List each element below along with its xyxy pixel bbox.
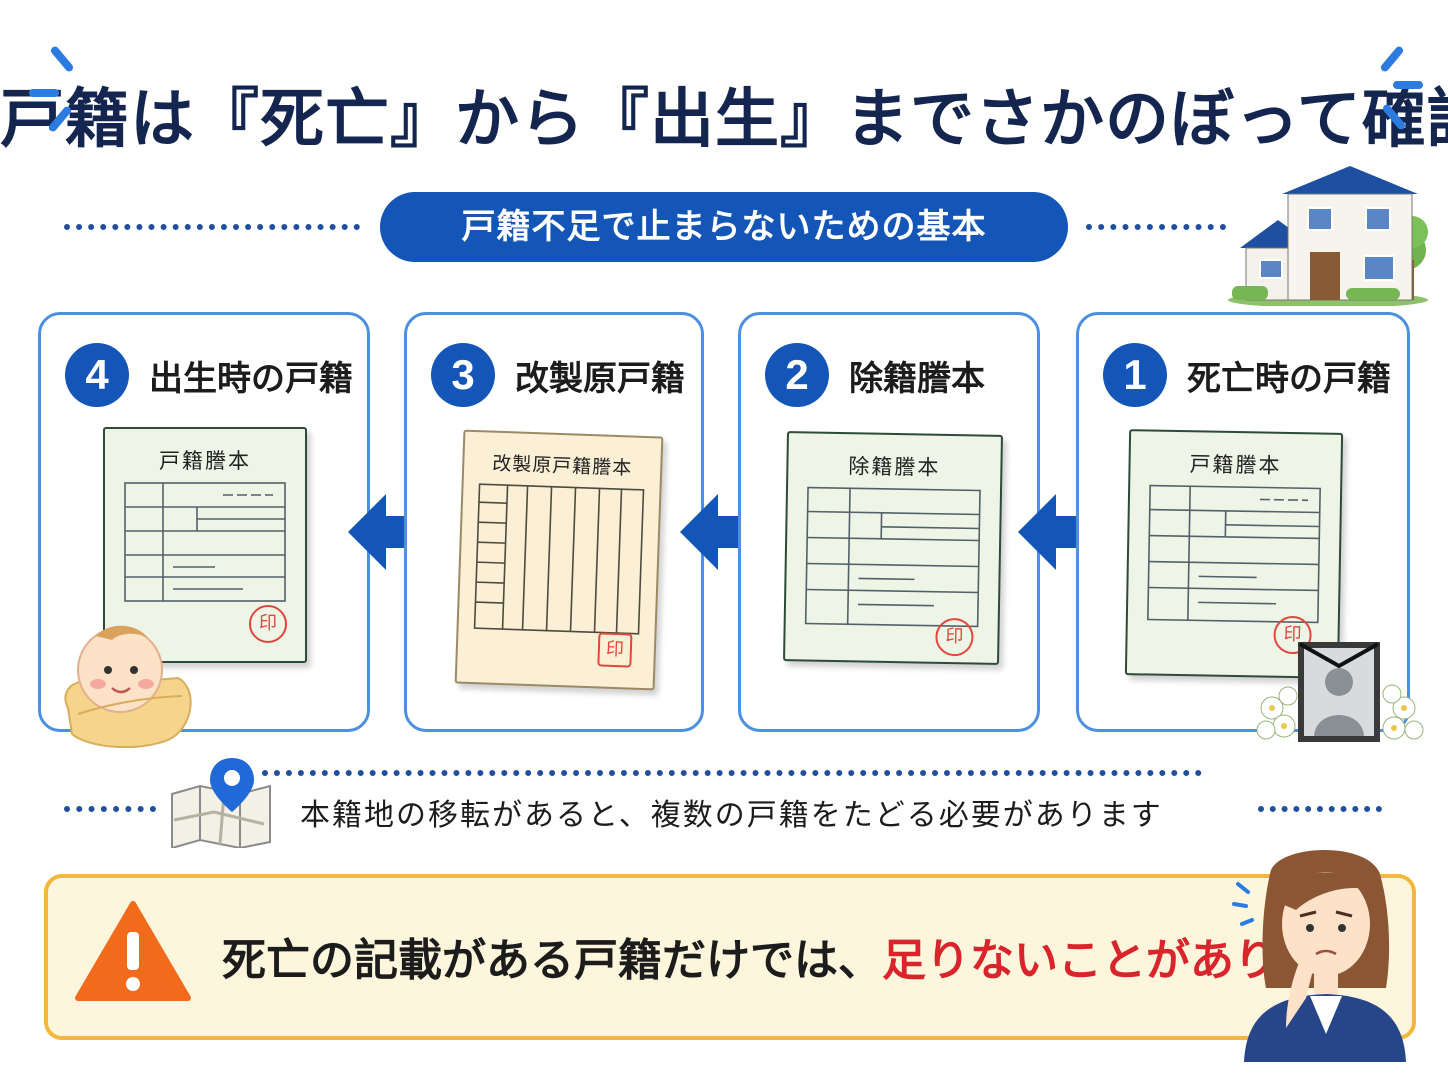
step-number-badge: 3 xyxy=(431,343,495,407)
step-number-badge: 4 xyxy=(65,343,129,407)
step-label: 死亡時の戸籍 xyxy=(1187,358,1391,399)
warning-box xyxy=(44,874,1416,1040)
seal-stamp: 印 xyxy=(935,617,974,657)
warning-icon xyxy=(75,901,191,1001)
document-kaisei-genkoseki: 改製原戸籍謄本 印 xyxy=(454,429,664,691)
document-title: 戸籍謄本 xyxy=(1189,452,1282,478)
dotted-divider-route xyxy=(262,770,1202,776)
dotted-divider-right xyxy=(1086,224,1226,230)
subtitle-pill: 戸籍不足で止まらないための基本 xyxy=(380,192,1068,262)
worried-woman-icon xyxy=(1232,849,1406,1062)
dotted-divider-right xyxy=(1258,806,1382,812)
baby-icon xyxy=(64,625,192,748)
document-joseki: 除籍謄本 印 xyxy=(783,431,1003,665)
document-table-lines xyxy=(804,486,981,628)
document-koseki: 戸籍謄本 印 xyxy=(103,427,307,663)
document-table-lines xyxy=(1147,484,1321,624)
page-title: 戸籍は『死亡』から『出生』までさかのぼって確認 xyxy=(0,83,1448,157)
step-card-3: 3 改製原戸籍 改製原戸籍謄本 印 xyxy=(404,312,704,732)
dotted-divider-left xyxy=(64,806,156,812)
document-title: 戸籍謄本 xyxy=(159,449,251,473)
step-card-2: 2 除籍謄本 除籍謄本 印 xyxy=(738,312,1040,732)
warning-text-main: 死亡の記載がある戸籍だけでは、 xyxy=(222,935,882,986)
document-koseki: 戸籍謄本 印 xyxy=(1124,429,1344,679)
warning-text: 死亡の記載がある戸籍だけでは、足りないことがあります xyxy=(222,924,1366,988)
house-icon xyxy=(1228,166,1428,306)
step-label: 改製原戸籍 xyxy=(515,358,685,399)
seal-stamp: 印 xyxy=(249,605,287,643)
map-pin-icon xyxy=(171,758,271,848)
step-number-badge: 2 xyxy=(765,343,829,407)
step-number-badge: 1 xyxy=(1103,343,1167,407)
step-card-4: 4 出生時の戸籍 戸籍謄本 印 xyxy=(38,312,370,732)
memorial-portrait-icon xyxy=(1256,642,1424,742)
document-table-lines xyxy=(473,483,645,635)
dotted-divider-left xyxy=(64,224,360,230)
seal-stamp: 印 xyxy=(597,632,633,668)
note-text: 本籍地の移転があると、複数の戸籍をたどる必要があります xyxy=(300,798,1163,833)
step-label: 出生時の戸籍 xyxy=(149,358,353,399)
step-label: 除籍謄本 xyxy=(849,358,985,399)
document-table-lines xyxy=(124,482,286,602)
arrow-left-icon xyxy=(680,494,760,570)
document-title: 改製原戸籍謄本 xyxy=(491,452,633,480)
document-title: 除籍謄本 xyxy=(848,454,941,480)
arrow-left-icon xyxy=(348,494,428,570)
arrow-left-icon xyxy=(1018,494,1098,570)
